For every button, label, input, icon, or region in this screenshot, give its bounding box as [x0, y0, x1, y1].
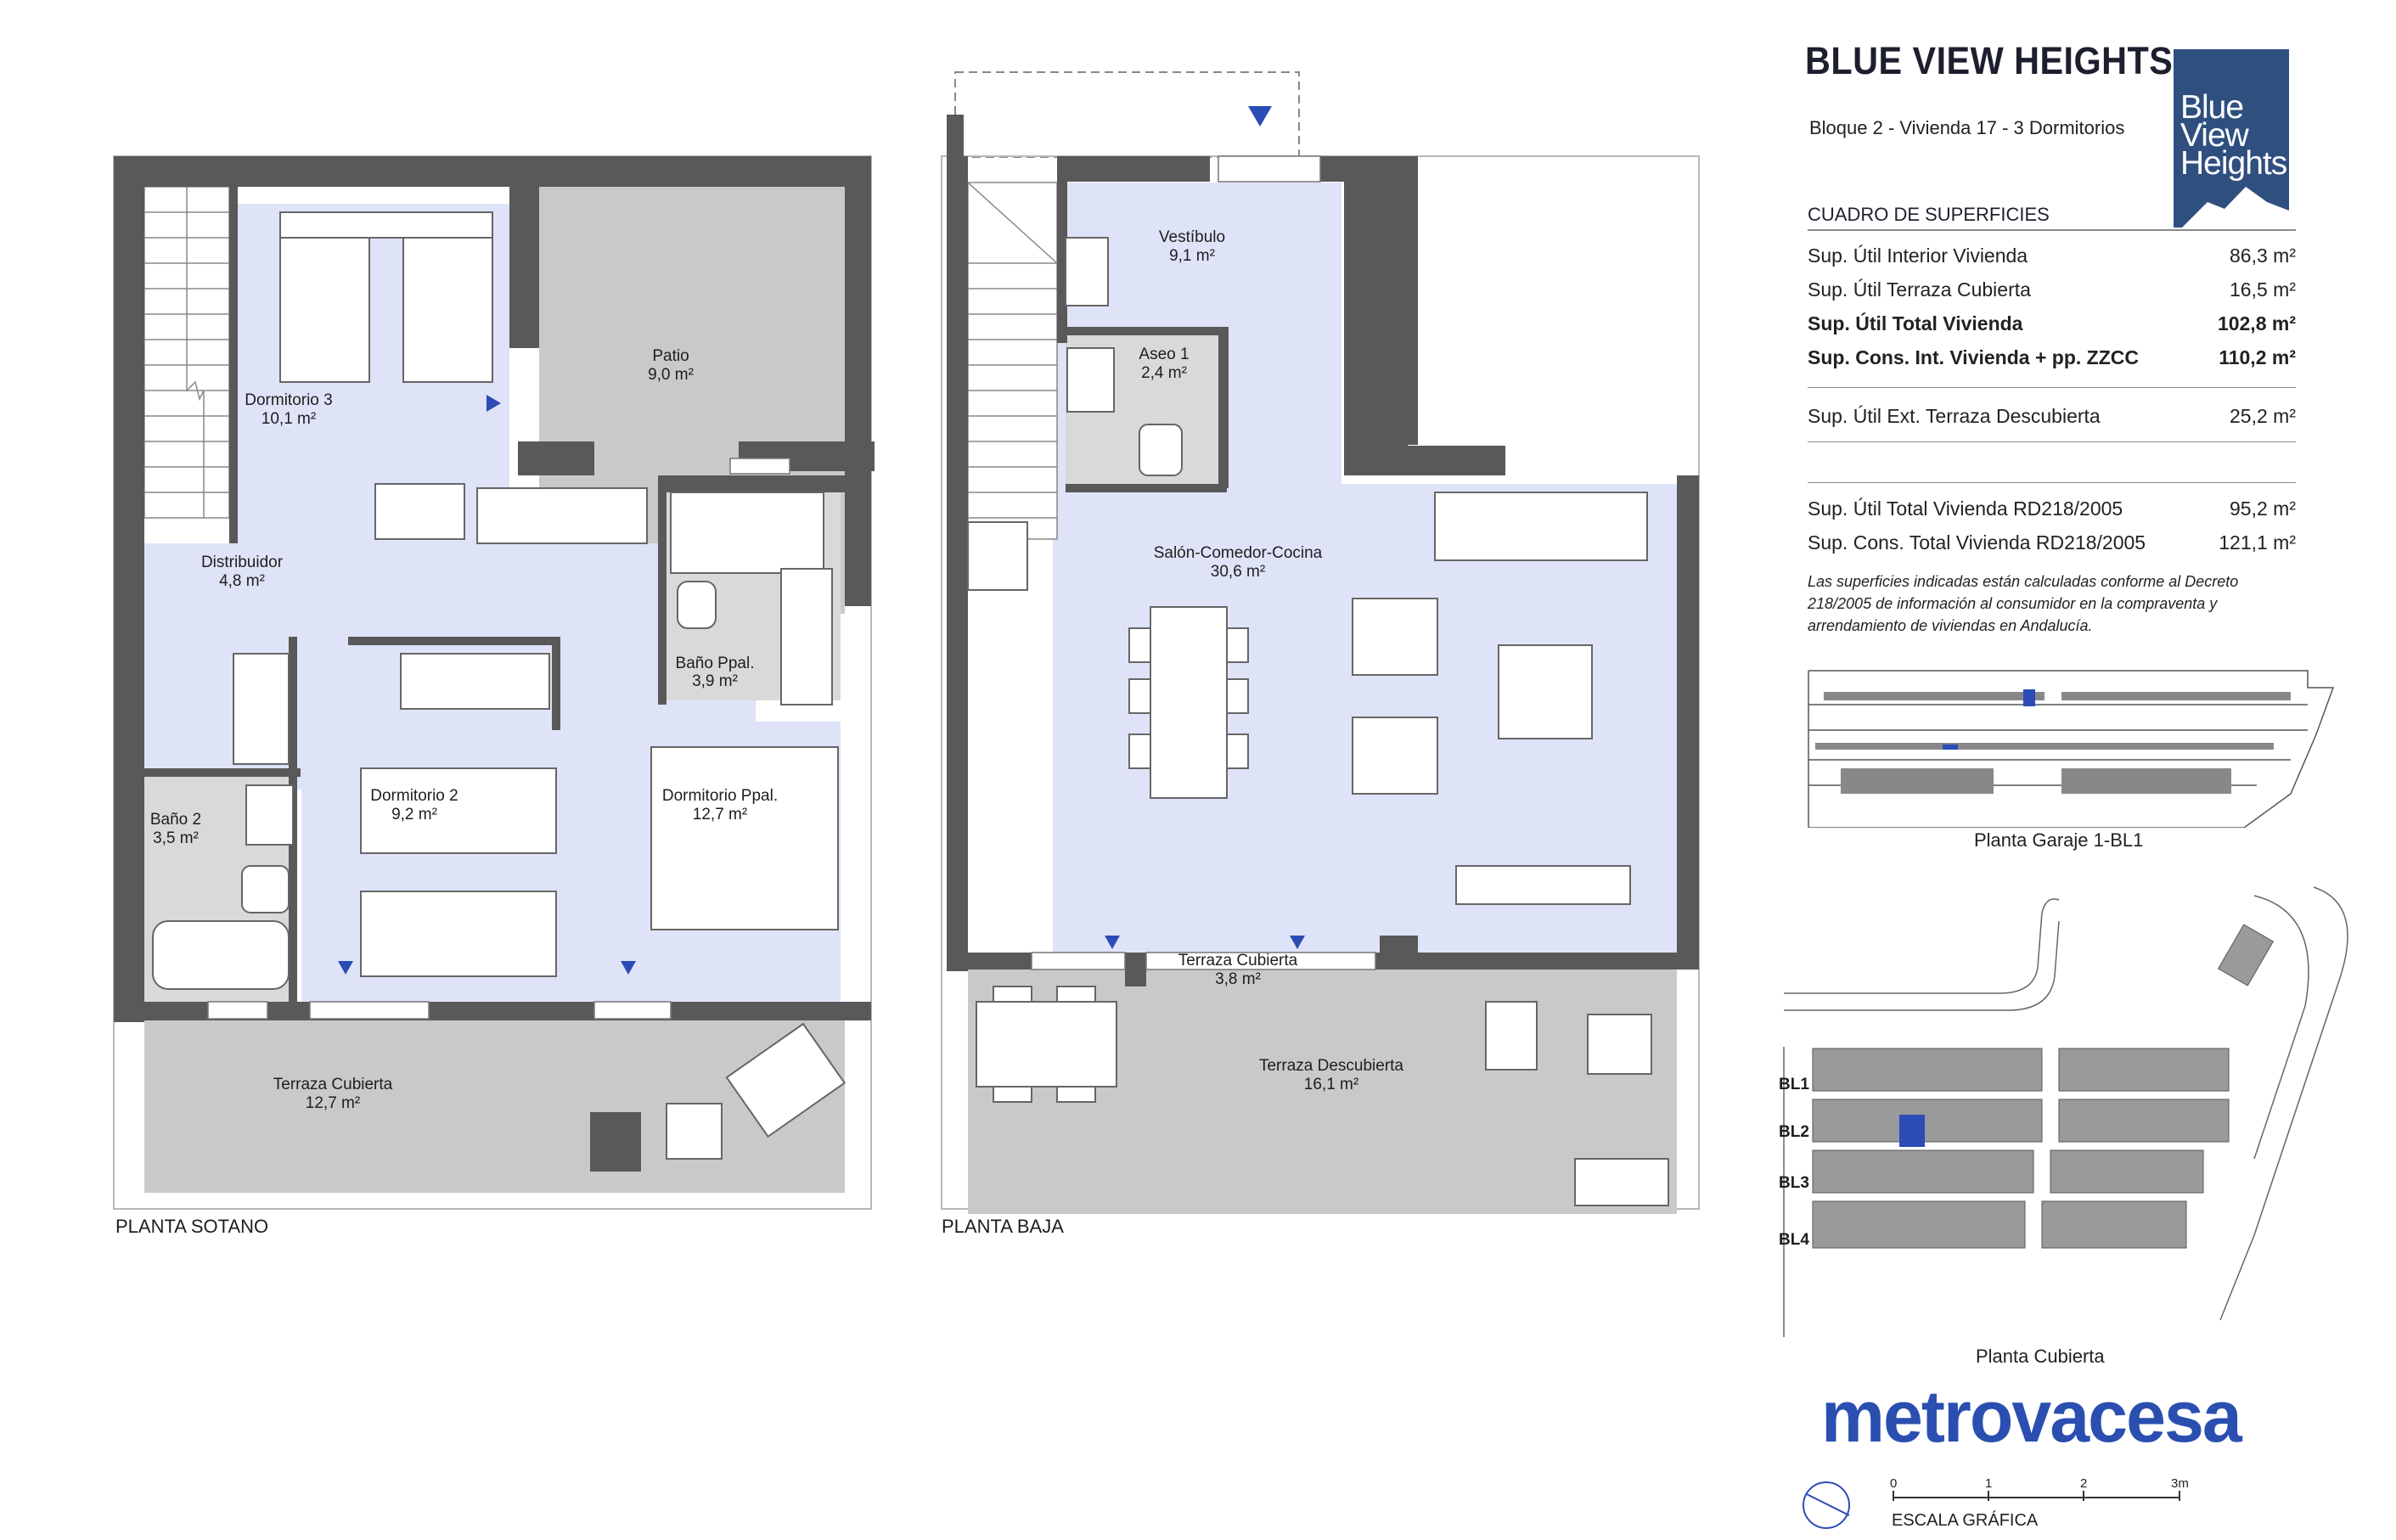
stairs-baja: [967, 182, 1058, 540]
stairs: [143, 186, 230, 519]
surface-ext-label: Sup. Útil Ext. Terraza Descubierta: [1808, 405, 2101, 427]
logo-text: Blue View Heights: [2180, 89, 2287, 182]
living-furniture: [1352, 598, 1593, 795]
room-area-bano-2: 3,5 m²: [153, 829, 199, 847]
floor-plan-baja: Vestíbulo 9,1 m² Aseo 1 2,4 m² Salón-Com…: [941, 71, 1700, 1214]
surfaces-note: Las superficies indicadas están calculad…: [1808, 573, 2239, 634]
room-area-terraza-cubierta-baja: 3,8 m²: [1215, 970, 1261, 988]
room-name-terraza-cubierta-sotano: Terraza Cubierta: [273, 1076, 393, 1093]
room-name-aseo-1: Aseo 1: [1139, 346, 1189, 363]
brand-logo-metrovacesa: metrovacesa: [1821, 1376, 2242, 1458]
logo-line-1: Blue: [2180, 89, 2244, 126]
roof-highlight: [1899, 1115, 1925, 1147]
block-label-bl3: BL3: [1779, 1174, 1809, 1192]
room-area-terraza-cubierta-sotano: 12,7 m²: [306, 1094, 360, 1112]
roof-key-plan: BL1 BL2 BL3 BL4: [1779, 886, 2348, 1337]
room-area-vestibulo: 9,1 m²: [1169, 247, 1215, 265]
beds-dormitorio-2: [360, 767, 557, 977]
room-area-salon: 30,6 m²: [1211, 563, 1265, 581]
room-name-bano-ppal: Baño Ppal.: [676, 655, 755, 672]
surface-rd-value: 121,1 m²: [2219, 531, 2296, 554]
surface-value: 110,2 m²: [2219, 346, 2296, 368]
unit-subtitle: Bloque 2 - Vivienda 17 - 3 Dormitorios: [1809, 117, 2125, 138]
scale-tick-2: 2: [2080, 1476, 2087, 1491]
room-area-dormitorio-3: 10,1 m²: [262, 410, 316, 428]
dining-table: [1128, 606, 1249, 799]
block-label-bl4: BL4: [1779, 1231, 1809, 1249]
room-name-salon: Salón-Comedor-Cocina: [1154, 544, 1323, 562]
scale-tick-1: 1: [1985, 1476, 1992, 1491]
room-name-dormitorio-2: Dormitorio 2: [370, 787, 458, 805]
surfaces-heading: CUADRO DE SUPERFICIES: [1808, 204, 2050, 225]
surface-value: 16,5 m²: [2230, 278, 2296, 301]
room-area-distribuidor: 4,8 m²: [219, 572, 265, 590]
room-area-aseo-1: 2,4 m²: [1141, 364, 1187, 382]
room-name-terraza-descubierta: Terraza Descubierta: [1259, 1057, 1403, 1075]
plan-label-sotano: PLANTA SOTANO: [115, 1216, 269, 1237]
surface-ext-value: 25,2 m²: [2230, 405, 2296, 427]
logo-mountain-icon: [2182, 187, 2289, 228]
bathroom-fixtures: [152, 492, 833, 990]
surface-label: Sup. Útil Terraza Cubierta: [1808, 278, 2031, 301]
room-name-bano-2: Baño 2: [150, 811, 201, 829]
room-name-patio: Patio: [652, 347, 689, 365]
logo-line-3: Heights: [2180, 145, 2287, 182]
wardrobes: [233, 483, 648, 765]
surface-label: Sup. Útil Interior Vivienda: [1808, 244, 2028, 267]
room-name-distribuidor: Distribuidor: [201, 554, 284, 571]
surface-rd-label: Sup. Útil Total Vivienda RD218/2005: [1808, 497, 2123, 520]
surface-label: Sup. Cons. Int. Vivienda + pp. ZZCC: [1808, 346, 2139, 368]
plan-label-baja: PLANTA BAJA: [942, 1216, 1064, 1237]
roof-caption: Planta Cubierta: [1976, 1346, 2105, 1367]
bed-dormitorio-ppal: [650, 746, 839, 930]
scale-tick-0: 0: [1890, 1476, 1897, 1491]
garage-key-plan: [1808, 670, 2335, 828]
graphic-scale: 0 1 2 3m: [1890, 1476, 2189, 1501]
room-area-patio: 9,0 m²: [648, 366, 694, 384]
markers-baja: [1105, 106, 1305, 949]
walls: [114, 156, 875, 1172]
garage-highlight-2: [1943, 745, 1958, 750]
north-arrow-icon: [1803, 1481, 1850, 1529]
scale-label: ESCALA GRÁFICA: [1892, 1511, 2039, 1530]
floor-plan-sotano: Dormitorio 3 10,1 m² Patio 9,0 m² Distri…: [113, 155, 875, 1210]
surface-label: Sup. Útil Total Vivienda: [1808, 312, 2023, 334]
surfaces-rule-mid: [1808, 387, 2296, 388]
room-name-dormitorio-3: Dormitorio 3: [245, 391, 332, 409]
room-name-vestibulo: Vestíbulo: [1159, 228, 1225, 246]
room-area-dormitorio-2: 9,2 m²: [391, 806, 437, 823]
room-name-terraza-cubierta-baja: Terraza Cubierta: [1178, 952, 1298, 970]
terraza-cubierta-sotano-area: [144, 1014, 845, 1193]
scale-tick-3: 3m: [2171, 1476, 2189, 1491]
surfaces-rule-3: [1808, 482, 2296, 483]
project-title: BLUE VIEW HEIGHTS: [1805, 39, 2174, 82]
surfaces-rule-top: [1808, 229, 2296, 231]
room-area-bano-ppal: 3,9 m²: [692, 672, 738, 690]
block-label-bl2: BL2: [1779, 1123, 1809, 1141]
markers-sotano: [338, 395, 636, 975]
terrace-furniture-baja: [976, 986, 1669, 1206]
surface-rd-label: Sup. Cons. Total Vivienda RD218/2005: [1808, 531, 2146, 554]
garage-caption: Planta Garaje 1-BL1: [1974, 829, 2144, 851]
surface-value: 102,8 m²: [2217, 312, 2296, 334]
beds-dormitorio-3: [279, 211, 493, 383]
kitchen-units: [967, 492, 1648, 905]
block-label-bl1: BL1: [1779, 1076, 1809, 1093]
surface-value: 86,3 m²: [2230, 244, 2296, 267]
windows-baja: [1031, 155, 1376, 970]
terrace-furniture-sotano: [666, 1022, 846, 1160]
logo-line-2: View: [2180, 117, 2249, 154]
surface-rd-value: 95,2 m²: [2230, 497, 2296, 520]
room-area-dormitorio-ppal: 12,7 m²: [693, 806, 747, 823]
windows: [207, 458, 790, 1020]
room-name-dormitorio-ppal: Dormitorio Ppal.: [662, 787, 778, 805]
surfaces-rule-2: [1808, 441, 2296, 442]
project-logo: Blue View Heights: [2174, 49, 2289, 228]
room-area-terraza-descubierta: 16,1 m²: [1304, 1076, 1358, 1093]
garage-highlight: [2023, 689, 2035, 706]
walls-baja: [947, 115, 1699, 986]
aseo-fixtures: [1065, 237, 1183, 476]
